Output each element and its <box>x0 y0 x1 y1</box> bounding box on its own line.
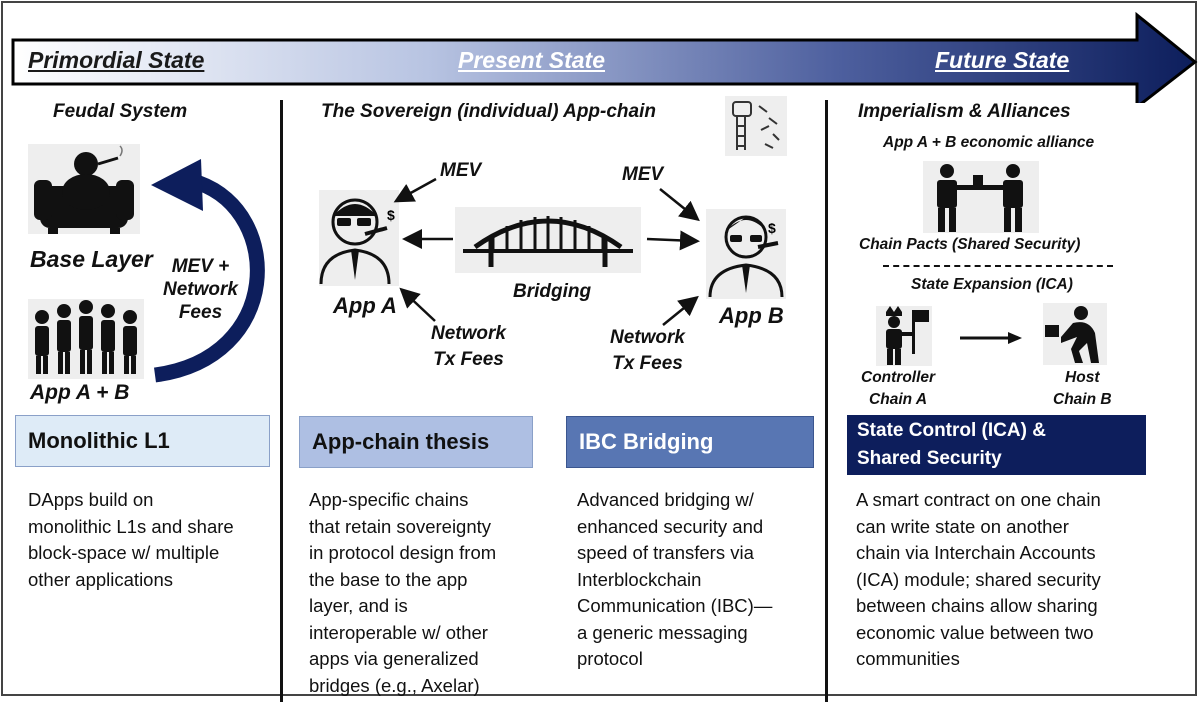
desc-line: block-space w/ multiple <box>28 542 220 563</box>
desc-line: (ICA) module; shared security <box>856 568 1101 590</box>
ibc-bridging-box: IBC Bridging <box>566 416 814 468</box>
fees-right-label: Network Tx Fees <box>610 325 685 377</box>
host-label: Host Chain B <box>1053 367 1112 411</box>
desc-line: that retain sovereignty <box>309 515 492 537</box>
apps-label: App A + B <box>30 381 130 404</box>
app-chain-thesis-box: App-chain thesis <box>299 416 533 468</box>
present-arrows <box>393 177 700 326</box>
timeline-arrow <box>11 11 1198 103</box>
workers-icon <box>28 299 144 379</box>
fees-line: Network <box>431 323 506 344</box>
desc-line: economic value between two <box>856 621 1094 643</box>
fees-left-label: Network Tx Fees <box>431 321 506 373</box>
stage-future: Future State <box>935 47 1070 73</box>
desc-line: enhanced security and <box>577 515 764 537</box>
desc-line: can write state on another <box>856 515 1069 537</box>
app-chain-description: App-specific chains that retain sovereig… <box>309 487 496 699</box>
bridge-icon <box>455 207 641 273</box>
desc-line: in protocol design from <box>309 542 497 563</box>
divider-left <box>280 100 283 702</box>
sovereign-heading: The Sovereign (individual) App-chain <box>321 101 656 122</box>
desc-line: layer, and is <box>309 595 408 616</box>
state-control-line: Shared Security <box>857 448 1002 469</box>
fees-flow-arrow <box>151 159 265 383</box>
ibc-description: Advanced bridging w/ enhanced security a… <box>577 487 772 673</box>
king-icon <box>28 144 140 234</box>
desc-line: A smart contract on one chain <box>856 489 1101 510</box>
app-b-label: App B <box>719 303 784 328</box>
flow-label-line: MEV + <box>171 256 230 277</box>
desc-line: App-specific chains <box>309 489 469 510</box>
app-a-icon: $ <box>319 190 399 286</box>
controller-line: Controller <box>861 369 936 386</box>
desc-line: Communication (IBC)— <box>577 595 773 616</box>
future-description: A smart contract on one chain can write … <box>856 487 1101 673</box>
fees-line: Tx Fees <box>433 349 504 370</box>
desc-line: chain via Interchain Accounts <box>856 542 1096 563</box>
controller-icon <box>876 306 932 366</box>
host-line: Chain B <box>1053 391 1112 408</box>
desc-line: other applications <box>28 568 174 590</box>
desc-line: a generic messaging <box>577 621 748 643</box>
desc-line: Interblockchain <box>577 568 702 590</box>
primordial-description: DApps build on monolithic L1s and share … <box>28 487 234 593</box>
monolithic-l1-box: Monolithic L1 <box>15 415 270 467</box>
alliance-label: App A + B economic alliance <box>883 134 1095 151</box>
app-a-label: App A <box>333 293 397 318</box>
host-icon <box>1043 303 1107 365</box>
state-expansion-label: State Expansion (ICA) <box>911 276 1073 293</box>
controller-label: Controller Chain A <box>861 367 935 411</box>
state-control-line: State Control (ICA) & <box>857 420 1046 441</box>
controller-host-arrow <box>960 332 1022 344</box>
desc-line: DApps build on <box>28 489 154 510</box>
flow-label-line: Fees <box>178 302 223 323</box>
dashed-separator <box>883 265 1113 267</box>
desc-line: apps via generalized <box>309 648 479 669</box>
base-layer-label: Base Layer <box>30 246 153 272</box>
host-line: Host <box>1065 369 1100 386</box>
bridging-label: Bridging <box>513 281 592 302</box>
desc-line: protocol <box>577 648 643 669</box>
svg-text:$: $ <box>768 220 776 236</box>
chain-pacts-label: Chain Pacts (Shared Security) <box>859 236 1081 253</box>
fees-line: Tx Fees <box>612 353 683 374</box>
app-b-icon: $ <box>706 209 786 299</box>
fees-line: Network <box>610 327 685 348</box>
mev-network-fees-label: MEV + Network Fees <box>163 255 238 324</box>
svg-text:$: $ <box>387 207 395 223</box>
controller-line: Chain A <box>869 391 928 408</box>
desc-line: between chains allow sharing <box>856 595 1098 616</box>
handshake-icon <box>923 161 1039 233</box>
stage-present: Present State <box>458 47 606 73</box>
desc-line: Advanced bridging w/ <box>577 489 754 510</box>
desc-line: interoperable w/ other <box>309 621 488 643</box>
mev-left-label: MEV <box>440 160 482 181</box>
divider-right <box>825 100 828 702</box>
desc-line: bridges (e.g., Axelar) <box>309 674 480 696</box>
flow-label-line: Network <box>163 279 238 300</box>
state-control-box: State Control (ICA) & Shared Security <box>847 415 1146 475</box>
desc-line: monolithic L1s and share <box>28 515 234 537</box>
imperialism-heading: Imperialism & Alliances <box>858 101 1071 122</box>
desc-line: communities <box>856 648 960 669</box>
stage-primordial: Primordial State <box>28 47 205 73</box>
desc-line: speed of transfers via <box>577 542 754 563</box>
desc-line: the base to the app <box>309 568 468 590</box>
feudal-heading: Feudal System <box>53 101 188 122</box>
chains-icon <box>725 96 787 156</box>
mev-right-label: MEV <box>622 164 664 185</box>
